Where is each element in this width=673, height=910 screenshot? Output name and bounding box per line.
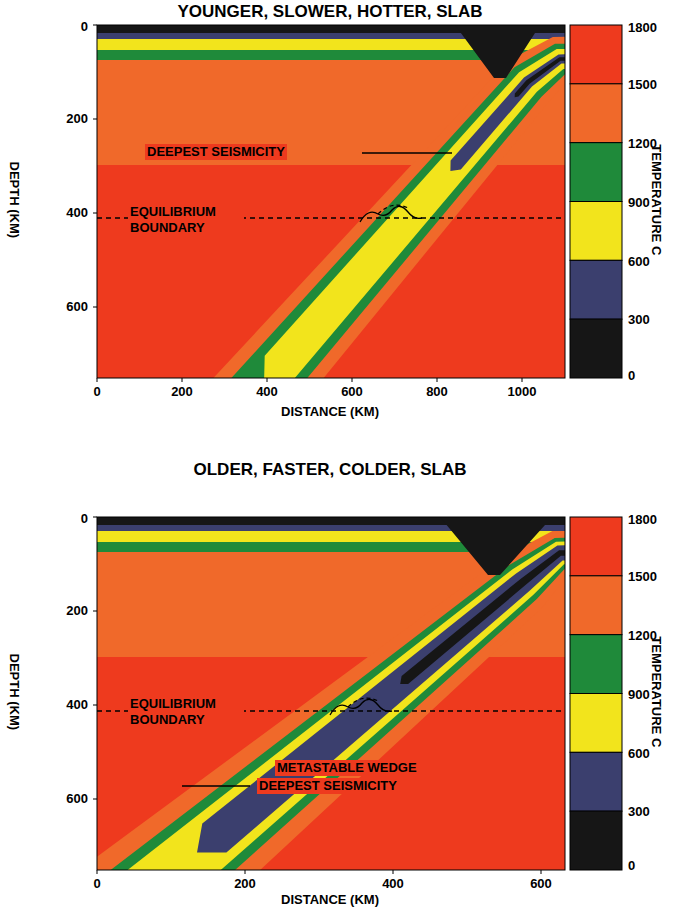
slab-layer [400, 549, 565, 684]
tick-label: 200 [171, 384, 193, 400]
tick [93, 517, 97, 518]
tick [541, 870, 542, 874]
tick [97, 378, 98, 382]
tick-label: 0 [93, 876, 100, 892]
plot-frame [97, 25, 565, 378]
tick [97, 870, 98, 874]
tick-label: 800 [426, 384, 448, 400]
tick-label: 1800 [628, 512, 657, 528]
slab-layer [197, 544, 565, 853]
colorbar-segment [570, 517, 622, 576]
colorbar-segment [570, 143, 622, 202]
tick-label: 400 [256, 384, 278, 400]
tick-label: 400 [382, 876, 404, 892]
tick [437, 378, 438, 382]
tick-label: 600 [628, 746, 650, 762]
tick-label: 0 [93, 384, 100, 400]
axis-title: DEPTH (KM) [6, 162, 22, 239]
tick [93, 799, 97, 800]
metastable-deflection [378, 205, 408, 214]
colorbar-segment [570, 635, 622, 694]
panel-plot [97, 517, 565, 870]
tick-label: 1800 [628, 20, 657, 36]
annotation-label: METASTABLE WEDGE [275, 760, 419, 776]
tick [93, 705, 97, 706]
colorbar-segment [570, 319, 622, 378]
axis-title: TEMPERATURE C [648, 637, 664, 748]
colorbar-segment [570, 202, 622, 261]
tick-label: 600 [66, 791, 88, 807]
tick-label: 0 [81, 19, 88, 35]
tick-label: 0 [628, 368, 635, 384]
tick [93, 119, 97, 120]
trench-wedge [440, 517, 565, 575]
colorbar-segment [570, 811, 622, 870]
slab-layer [103, 536, 565, 870]
tick-label: 300 [628, 804, 650, 820]
tick [352, 378, 353, 382]
tick [522, 378, 523, 382]
tick-label: 1200 [628, 136, 657, 152]
annotation-label: DEEPEST SEISMICITY [257, 778, 399, 794]
tick-label: 1500 [628, 77, 657, 93]
colorbar-segment [570, 576, 622, 635]
tick-label: 900 [628, 687, 650, 703]
tick-label: 600 [530, 876, 552, 892]
plot-frame [97, 517, 565, 870]
tick [93, 213, 97, 214]
tick [93, 307, 97, 308]
tick-label: 600 [341, 384, 363, 400]
tick-label: 600 [66, 299, 88, 315]
tick-label: 400 [66, 697, 88, 713]
panel-plot [97, 25, 565, 378]
colorbar-segment [570, 25, 622, 84]
tick [182, 378, 183, 382]
panel-title: YOUNGER, SLOWER, HOTTER, SLAB [177, 2, 482, 22]
tick [93, 611, 97, 612]
tick-label: 200 [66, 111, 88, 127]
tick-label: DISTANCE (KM) [281, 892, 379, 908]
colorbar-segment [570, 260, 622, 319]
slab-layer [110, 540, 565, 870]
tick-label: 0 [81, 511, 88, 527]
axis-title: TEMPERATURE C [648, 145, 664, 256]
tick-label: 200 [234, 876, 256, 892]
colorbar-segment [570, 752, 622, 811]
annotation-label: EQUILIBRIUM BOUNDARY [128, 696, 244, 727]
slab-layer [264, 47, 565, 378]
deepest-seismicity-line [182, 785, 250, 787]
slab-layer [515, 56, 565, 97]
tick-label: 900 [628, 195, 650, 211]
colorbar-segment [570, 84, 622, 143]
tick-label: 400 [66, 205, 88, 221]
axis-title: DEPTH (KM) [6, 654, 22, 731]
panel-title: OLDER, FASTER, COLDER, SLAB [194, 460, 467, 480]
deepest-seismicity-line [362, 152, 452, 154]
tick [393, 870, 394, 874]
tick [93, 25, 97, 26]
tick-label: 600 [628, 254, 650, 270]
tick-label: DISTANCE (KM) [281, 404, 379, 420]
trench-wedge [455, 25, 565, 78]
phase-boundary-deflection [330, 699, 392, 715]
tick-label: 1500 [628, 569, 657, 585]
metastable-deflection [348, 698, 378, 707]
tick-label: 200 [66, 603, 88, 619]
tick-label: 1000 [508, 384, 537, 400]
colorbar-segment [570, 694, 622, 753]
slab-halo [197, 35, 565, 378]
tick-label: 300 [628, 312, 650, 328]
slab-layer [207, 42, 565, 378]
phase-boundary-deflection [360, 206, 422, 222]
tick-label: 0 [628, 858, 635, 874]
tick [245, 870, 246, 874]
tick [267, 378, 268, 382]
slab-halo [97, 529, 565, 870]
annotation-label: DEEPEST SEISMICITY [145, 144, 287, 160]
annotation-label: EQUILIBRIUM BOUNDARY [128, 204, 244, 235]
tick-label: 1200 [628, 628, 657, 644]
